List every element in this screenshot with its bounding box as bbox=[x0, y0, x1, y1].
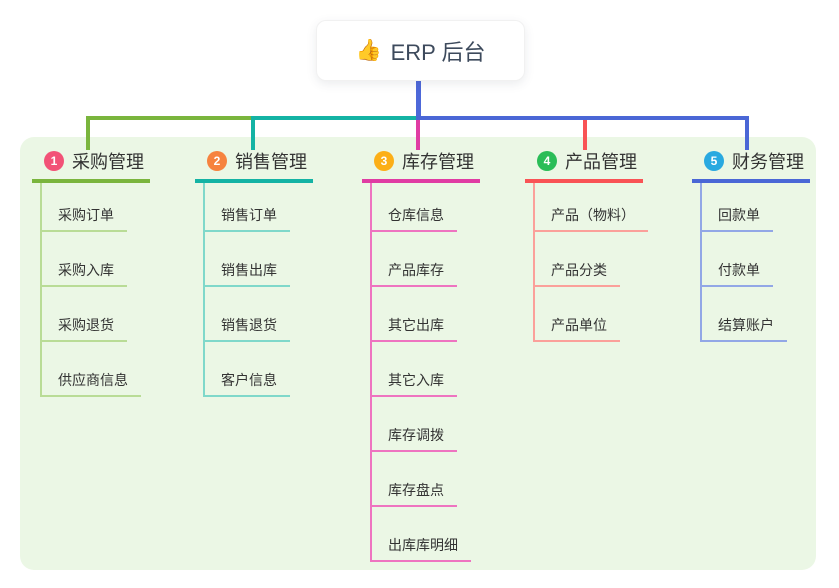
leaf-node[interactable]: 采购订单 bbox=[42, 205, 127, 232]
children-sales: 销售订单 销售出库 销售退货 客户信息 bbox=[203, 183, 290, 397]
branch-label-product[interactable]: 4 产品管理 bbox=[525, 148, 643, 183]
branch-finance: 5 财务管理 回款单 付款单 结算账户 bbox=[692, 148, 810, 342]
leaf-row: 产品（物料） bbox=[535, 183, 648, 232]
leaf-row: 采购入库 bbox=[42, 232, 141, 287]
branch-sales: 2 销售管理 销售订单 销售出库 销售退货 客户信息 bbox=[195, 148, 313, 397]
leaf-node[interactable]: 仓库信息 bbox=[372, 205, 457, 232]
branch-label-purchase[interactable]: 1 采购管理 bbox=[32, 148, 150, 183]
leaf-row: 采购退货 bbox=[42, 287, 141, 342]
children-purchase: 采购订单 采购入库 采购退货 供应商信息 bbox=[40, 183, 141, 397]
branch-label-inventory[interactable]: 3 库存管理 bbox=[362, 148, 480, 183]
branch-title: 销售管理 bbox=[235, 152, 307, 172]
leaf-node[interactable]: 产品（物料） bbox=[535, 205, 648, 232]
leaf-row: 产品分类 bbox=[535, 232, 648, 287]
leaf-row: 库存调拨 bbox=[372, 397, 471, 452]
branch-drop-product bbox=[583, 120, 587, 150]
leaf-node[interactable]: 销售订单 bbox=[205, 205, 290, 232]
leaf-node[interactable]: 其它出库 bbox=[372, 315, 457, 342]
branch-drop-purchase bbox=[86, 116, 90, 150]
branch-product: 4 产品管理 产品（物料） 产品分类 产品单位 bbox=[525, 148, 648, 342]
badge-2: 2 bbox=[207, 151, 227, 171]
leaf-row: 其它入库 bbox=[372, 342, 471, 397]
leaf-node[interactable]: 采购入库 bbox=[42, 260, 127, 287]
branch-drop-sales bbox=[251, 116, 255, 150]
connector-segment-green bbox=[86, 116, 253, 120]
connector-segment-teal bbox=[253, 116, 416, 120]
branch-title: 库存管理 bbox=[402, 152, 474, 172]
leaf-row: 库存盘点 bbox=[372, 452, 471, 507]
branch-label-finance[interactable]: 5 财务管理 bbox=[692, 148, 810, 183]
connector-segment-blue bbox=[416, 116, 749, 120]
leaf-row: 产品单位 bbox=[535, 287, 648, 342]
leaf-row: 仓库信息 bbox=[372, 183, 471, 232]
leaf-row: 付款单 bbox=[702, 232, 787, 287]
badge-1: 1 bbox=[44, 151, 64, 171]
badge-4: 4 bbox=[537, 151, 557, 171]
leaf-node[interactable]: 采购退货 bbox=[42, 315, 127, 342]
thumbs-up-icon: 👍 bbox=[355, 39, 382, 62]
root-node[interactable]: 👍 ERP 后台 bbox=[316, 20, 525, 81]
leaf-row: 销售出库 bbox=[205, 232, 290, 287]
leaf-row: 出库库明细 bbox=[372, 507, 471, 562]
leaf-node[interactable]: 供应商信息 bbox=[42, 370, 141, 397]
leaf-node[interactable]: 出库库明细 bbox=[372, 535, 471, 562]
branch-title: 产品管理 bbox=[565, 152, 637, 172]
leaf-node[interactable]: 产品单位 bbox=[535, 315, 620, 342]
branch-drop-inventory bbox=[416, 120, 420, 150]
branches-panel bbox=[20, 137, 816, 570]
leaf-row: 产品库存 bbox=[372, 232, 471, 287]
leaf-node[interactable]: 客户信息 bbox=[205, 370, 290, 397]
children-inventory: 仓库信息 产品库存 其它出库 其它入库 库存调拨 库存盘点 出库库明细 bbox=[370, 183, 471, 562]
leaf-row: 结算账户 bbox=[702, 287, 787, 342]
leaf-row: 其它出库 bbox=[372, 287, 471, 342]
leaf-row: 客户信息 bbox=[205, 342, 290, 397]
leaf-node[interactable]: 库存盘点 bbox=[372, 480, 457, 507]
leaf-row: 销售退货 bbox=[205, 287, 290, 342]
root-stem-connector bbox=[416, 79, 421, 120]
root-label: ERP 后台 bbox=[390, 39, 486, 65]
leaf-row: 回款单 bbox=[702, 183, 787, 232]
children-product: 产品（物料） 产品分类 产品单位 bbox=[533, 183, 648, 342]
leaf-node[interactable]: 产品库存 bbox=[372, 260, 457, 287]
leaf-node[interactable]: 其它入库 bbox=[372, 370, 457, 397]
leaf-row: 供应商信息 bbox=[42, 342, 141, 397]
leaf-node[interactable]: 库存调拨 bbox=[372, 425, 457, 452]
leaf-node[interactable]: 回款单 bbox=[702, 205, 773, 232]
leaf-node[interactable]: 销售退货 bbox=[205, 315, 290, 342]
leaf-row: 采购订单 bbox=[42, 183, 141, 232]
leaf-node[interactable]: 结算账户 bbox=[702, 315, 787, 342]
branch-label-sales[interactable]: 2 销售管理 bbox=[195, 148, 313, 183]
branch-drop-finance bbox=[745, 116, 749, 150]
children-finance: 回款单 付款单 结算账户 bbox=[700, 183, 787, 342]
badge-3: 3 bbox=[374, 151, 394, 171]
leaf-row: 销售订单 bbox=[205, 183, 290, 232]
badge-5: 5 bbox=[704, 151, 724, 171]
branch-purchase: 1 采购管理 采购订单 采购入库 采购退货 供应商信息 bbox=[32, 148, 150, 397]
branch-title: 采购管理 bbox=[72, 152, 144, 172]
branch-inventory: 3 库存管理 仓库信息 产品库存 其它出库 其它入库 库存调拨 库存盘点 出库库… bbox=[362, 148, 480, 562]
leaf-node[interactable]: 销售出库 bbox=[205, 260, 290, 287]
leaf-node[interactable]: 产品分类 bbox=[535, 260, 620, 287]
leaf-node[interactable]: 付款单 bbox=[702, 260, 773, 287]
branch-title: 财务管理 bbox=[732, 152, 804, 172]
